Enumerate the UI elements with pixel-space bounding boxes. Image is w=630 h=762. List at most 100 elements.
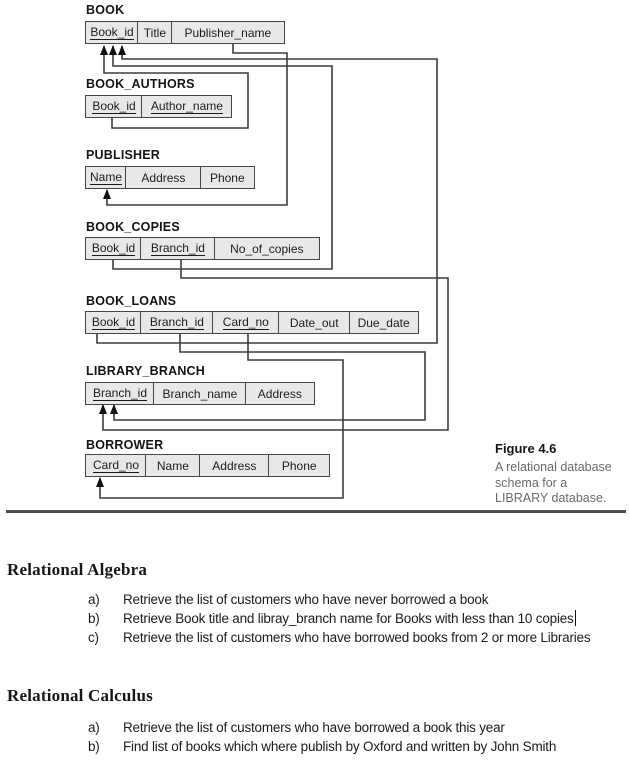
primary-key-column-label: Book_id <box>91 240 136 256</box>
fk-connector-BOOK_LOANS.Book_id-to-BOOK.Book_id <box>96 46 438 344</box>
arrowhead-icon <box>99 404 107 414</box>
list-marker: b) <box>88 610 100 626</box>
table-row: Book_id Branch_id Card_no Date_out Due_date <box>85 311 419 334</box>
fk-connector-BOOK_COPIES.Branch_id-to-LIBRARY_BRANCH.Branch_id <box>102 259 449 431</box>
section-relational-algebra: Relational Algebra a) Retrieve the list o… <box>0 560 630 647</box>
column-cell: Name <box>85 166 127 189</box>
arrowhead-icon <box>110 404 118 414</box>
column-cell: Book_id <box>85 21 139 44</box>
primary-key-column-label: Card_no <box>92 457 140 473</box>
list-item[interactable]: a) Retrieve the list of customers who hav… <box>0 719 630 738</box>
column-cell: Book_id <box>85 311 142 334</box>
table-row: Name Address Phone <box>85 166 255 189</box>
arrowhead-icon <box>109 45 117 55</box>
column-cell: Address <box>244 382 315 405</box>
arrowhead-icon <box>100 45 108 55</box>
column-label: Title <box>143 25 167 40</box>
arrowhead-icon <box>118 45 126 55</box>
list-item-text: Find list of books which where publish b… <box>123 738 557 754</box>
fk-connector-BOOK_LOANS.Branch_id-to-LIBRARY_BRANCH.Branch_id <box>113 333 426 421</box>
figure-caption-line: A relational database <box>495 460 612 474</box>
list-marker: a) <box>88 720 100 735</box>
primary-key-column-label: Author_name <box>150 98 223 114</box>
column-cell: Book_id <box>85 237 142 260</box>
column-label: Address <box>212 458 257 473</box>
column-cell: Publisher_name <box>170 21 285 44</box>
section-relational-calculus: Relational Calculus a) Retrieve the list … <box>0 686 630 757</box>
table-name-label: BORROWER <box>86 438 164 452</box>
table-name-label: BOOK <box>86 3 125 17</box>
column-cell: Address <box>125 166 202 189</box>
list-item[interactable]: b) Retrieve Book title and libray_branch … <box>0 609 630 629</box>
table-name-label: PUBLISHER <box>86 148 161 162</box>
figure-caption-line: schema for a <box>495 475 568 490</box>
list-marker: b) <box>88 738 100 754</box>
list-item-text: Retrieve the list of customers who have … <box>123 629 591 645</box>
primary-key-column-label: Branch_id <box>149 314 204 330</box>
table-row: Book_id Author_name <box>85 95 233 118</box>
section-heading[interactable]: Relational Algebra <box>7 560 148 579</box>
column-cell: Card_no <box>211 311 280 334</box>
primary-key-column-label: Branch_id <box>92 385 148 401</box>
table-name-label: LIBRARY_BRANCH <box>86 364 206 378</box>
column-label: Date_out <box>289 315 339 330</box>
column-cell: Book_id <box>85 95 143 118</box>
column-cell: Name <box>145 454 201 477</box>
column-label: Branch_name <box>162 386 238 401</box>
figure-caption-title: Figure 4.6 <box>495 441 557 456</box>
table-name-label: BOOK_LOANS <box>86 294 177 308</box>
text-cursor <box>574 609 577 626</box>
primary-key-column-label: Book_id <box>91 314 136 330</box>
section-heading[interactable]: Relational Calculus <box>7 686 153 705</box>
column-cell: Branch_id <box>85 382 155 405</box>
table-name-label: BOOK_AUTHORS <box>86 77 195 91</box>
primary-key-column-label: Name <box>89 169 122 185</box>
column-cell: Address <box>198 454 270 477</box>
list-marker: a) <box>88 592 100 607</box>
column-cell: Branch_id <box>140 311 214 334</box>
list-item[interactable]: b) Find list of books which where publish… <box>0 738 630 757</box>
column-label: Phone <box>281 458 317 473</box>
list-item-text: Retrieve the list of customers who have … <box>123 720 505 735</box>
relationship-connectors <box>96 44 449 499</box>
primary-key-column-label: Book_id <box>90 24 134 40</box>
primary-key-column-label: Branch_id <box>150 240 205 256</box>
figure-caption-line: LIBRARY database. <box>495 491 607 505</box>
column-label: Address <box>257 386 302 401</box>
column-cell: Phone <box>268 454 331 477</box>
fk-connector-BOOK.Publisher_name-to-PUBLISHER.Name <box>106 44 288 206</box>
column-label: Name <box>156 458 189 473</box>
column-cell: No_of_copies <box>213 237 320 260</box>
list-marker: c) <box>88 629 99 645</box>
list-item-text: Retrieve Book title and libray_branch na… <box>123 610 574 626</box>
column-label: Publisher_name <box>184 25 272 40</box>
arrowhead-icon <box>96 477 104 487</box>
column-label: Address <box>141 170 186 185</box>
table-name-label: BOOK_COPIES <box>86 220 180 234</box>
column-cell: Card_no <box>85 454 147 477</box>
table-row: Book_id Branch_id No_of_copies <box>85 237 320 260</box>
fk-connector-BOOK_AUTHORS.Book_id-to-BOOK.Book_id <box>103 46 249 129</box>
column-cell: Title <box>137 21 173 44</box>
table-row: Card_no Name Address Phone <box>85 454 331 477</box>
column-cell: Author_name <box>141 95 233 118</box>
fk-connector-BOOK_COPIES.Book_id-to-BOOK.Book_id <box>112 46 333 270</box>
list-item-text: Retrieve the list of customers who have … <box>123 592 489 607</box>
column-label: Due_date <box>357 315 410 330</box>
primary-key-column-label: Card_no <box>222 314 269 330</box>
column-cell: Due_date <box>348 311 419 334</box>
list-item[interactable]: c) Retrieve the list of customers who hav… <box>0 629 630 648</box>
table-row: Book_id Title Publisher_name <box>85 21 285 44</box>
arrowhead-icon <box>103 189 111 199</box>
column-label: Phone <box>209 170 245 185</box>
table-row: Branch_id Branch_name Address <box>85 382 315 405</box>
primary-key-column-label: Book_id <box>92 98 136 114</box>
fk-connector-BOOK_LOANS.Card_no-to-BORROWER.Card_no <box>99 333 344 499</box>
column-label: No_of_copies <box>230 241 304 256</box>
column-cell: Date_out <box>278 311 351 334</box>
column-cell: Phone <box>199 166 255 189</box>
list-item[interactable]: a) Retrieve the list of customers who hav… <box>0 591 630 610</box>
column-cell: Branch_id <box>140 237 216 260</box>
figure-caption: Figure 4.6 A relational database schema … <box>495 441 625 507</box>
